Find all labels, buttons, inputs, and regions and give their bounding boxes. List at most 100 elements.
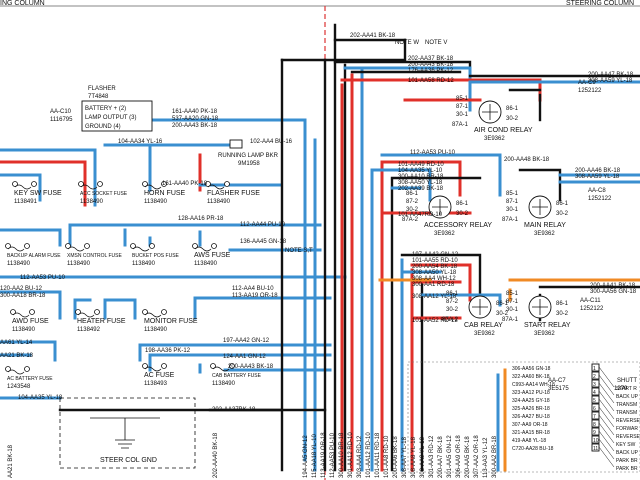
c7-pin-wire: 325-AA26 BR-18 — [512, 406, 550, 412]
connector-c11-id: AA-C11 — [580, 298, 601, 304]
relay-pin-label: 87-2 — [406, 199, 419, 205]
c7-pin-wire: 323-AA12 PU-18 — [512, 390, 550, 396]
fuse-element-icon — [7, 369, 25, 375]
wire-label: 202-AA39 BK-18 — [398, 186, 444, 192]
fuse-name: ACC SOCKET FUSE — [80, 191, 128, 197]
wire-label: 101-AA49 RD-10 — [398, 162, 444, 168]
fuse-element-icon — [80, 184, 98, 190]
flasher-pin: LAMP OUTPUT (3) — [85, 115, 136, 121]
wire-label: 308-AA4 WH-12 — [412, 276, 456, 282]
bottom-wire-label: 194-AA5 GN-12 — [303, 435, 309, 478]
bottom-wire-label: 300-AA10 BR-18 — [339, 432, 345, 478]
fuse-part: 1138490 — [12, 327, 36, 333]
wire — [0, 148, 97, 207]
relay-pin-label: 30-2 — [446, 307, 459, 313]
wire — [0, 228, 62, 247]
relay-pin-label: 87-2 — [446, 299, 459, 305]
fuse-element-icon — [14, 184, 32, 190]
wire-label: 197-AA42 GN-12 — [412, 252, 459, 258]
wire — [518, 168, 562, 202]
fuse-name: AWS FUSE — [194, 252, 231, 259]
c7-pin-number: 5 — [593, 398, 596, 404]
relay-pin-label: 30-2 — [556, 211, 569, 217]
bottom-wire-label: 306-AA9 OR-18 — [456, 435, 462, 478]
connector-c11-part: 1252122 — [580, 306, 604, 312]
wire — [138, 343, 332, 362]
wire-label: 308-AA59 YL-18 — [575, 174, 620, 180]
wire-label: 101-AA47RD-10 — [398, 212, 443, 218]
ground-label: STEER COL GND — [100, 457, 157, 464]
relay-pin-label: 87A-1 — [502, 317, 519, 323]
fuse-terminal-icon — [149, 243, 155, 249]
relay-pin-label: 87A-1 — [502, 217, 519, 223]
relay-contact-icon — [472, 299, 488, 315]
pin-link — [598, 430, 615, 452]
relay-name: AIR COND RELAY — [474, 127, 533, 134]
wire — [400, 253, 482, 297]
relay-pin-label: 86-1 — [556, 201, 569, 207]
c7-pin-wire: C720-AA28 BU-18 — [512, 446, 554, 452]
relay-pin-label: 87A-2 — [442, 317, 459, 323]
bottom-wire-label: 112-AA53 PU-10 — [330, 432, 336, 478]
connector-c8-part: 1252122 — [588, 196, 612, 202]
fuse-terminal-icon — [229, 363, 235, 369]
shuttle-item: BACK UP — [616, 450, 639, 456]
fuse-terminal-icon — [161, 363, 167, 369]
shuttle-item: REVERSE — [616, 418, 640, 424]
relay-name: START RELAY — [524, 322, 571, 329]
fuse-element-icon — [144, 312, 162, 318]
c7-pin-wire: 307-AA9 OR-18 — [512, 422, 548, 428]
wire — [138, 118, 307, 462]
wire-label: 300-AA1 RD-18 — [412, 282, 455, 288]
pin-link — [598, 382, 615, 404]
wire-label: 113-AA19 OR-18 — [232, 293, 278, 299]
c7-pin-cell — [591, 379, 600, 388]
flasher-block: FLASHER 7T4848 AA-C10 1116795 BATTERY + … — [50, 86, 153, 132]
bottom-wire-label: 308-AA8 YL-18 — [411, 436, 417, 478]
wire-label: AA61 YL-14 — [0, 340, 33, 346]
bottom-wire-label: 113-AA19 OR-18 — [321, 432, 327, 478]
flasher-pin: BATTERY + (2) — [85, 106, 126, 112]
wire — [340, 78, 542, 102]
wire — [73, 298, 92, 320]
pin-link — [598, 422, 615, 444]
shuttle-item: REVERSE — [616, 434, 640, 440]
fuse-terminal-icon — [161, 309, 167, 315]
fuse-terminal-icon — [84, 243, 90, 249]
relay-pin-label: 86-1 — [446, 291, 459, 297]
connector-c9-part: 1252122 — [578, 88, 602, 94]
c7-pin-wire: 321-AA15 BR-18 — [512, 430, 550, 436]
wire-label: 112-AA4 BU-10 — [232, 286, 274, 292]
bottom-wire-label: 202-AA40 BK-18 — [213, 432, 219, 478]
c7-pin-cell — [591, 403, 600, 412]
fuse-part: 1138490 — [132, 261, 156, 267]
relay-contact-icon — [482, 104, 498, 120]
wire-label: 128-AA16 PR-18 — [178, 216, 224, 222]
fuse-part: 1138490 — [194, 261, 218, 267]
bottom-wire-label: 308-AA7 YL-18 — [402, 436, 408, 478]
wire-label: 112-AA53 PU-10 — [410, 150, 456, 156]
relay-part: 3E9362 — [474, 331, 495, 337]
fuse-part: 1138490 — [144, 199, 168, 205]
wire-label: 112-AA44 PU-10 — [240, 222, 286, 228]
bottom-wire-label: 113-AA3 YL-12 — [483, 437, 489, 478]
relay-part: 3E9362 — [434, 231, 455, 237]
fuse-element-icon — [144, 366, 162, 372]
pin-link — [598, 374, 615, 396]
wire-label: 124-AA1 GN-12 — [223, 354, 266, 360]
connector-c7-part: 3E5175 — [548, 386, 569, 392]
fuse-terminal-icon — [24, 366, 30, 372]
wire — [380, 153, 502, 197]
bottom-wire-label: 300-AA2 BR-18 — [492, 435, 498, 478]
wire-label: 120-AA2 BU-12 — [0, 286, 43, 292]
breaker-symbol — [229, 139, 243, 149]
